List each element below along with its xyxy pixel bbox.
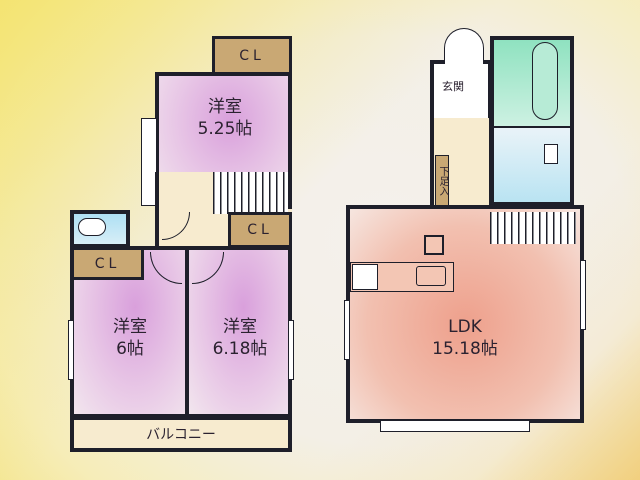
window-bedroom-6 bbox=[68, 320, 74, 380]
room-size: 15.18帖 bbox=[432, 339, 498, 359]
closet-middle-overlay: CL bbox=[228, 212, 292, 248]
room-label-bedroom-5-25: 洋室 5.25帖 bbox=[170, 96, 280, 140]
entrance bbox=[430, 60, 492, 120]
room-size: 6.18帖 bbox=[212, 339, 268, 359]
room-name: 洋室 bbox=[223, 317, 257, 337]
room-name: LDK bbox=[448, 317, 482, 337]
room-label-bedroom-6: 洋室 6帖 bbox=[80, 316, 180, 360]
fridge-icon bbox=[424, 235, 444, 255]
window-bedroom-6-18 bbox=[288, 320, 294, 380]
closet-top: CL bbox=[212, 36, 292, 76]
room-label-ldk: LDK 15.18帖 bbox=[410, 316, 520, 360]
balcony: バルコニー bbox=[70, 416, 292, 452]
window-ldk-bottom bbox=[380, 420, 530, 432]
floor-2-plan: CL 洋室 5.25帖 CL CL CL 洋室 6帖 CL 洋室 6.18帖 バ… bbox=[68, 36, 294, 452]
closet-left-overlay: CL bbox=[74, 250, 144, 280]
room-size: 6帖 bbox=[116, 339, 144, 359]
entrance-label: 玄関 bbox=[442, 80, 464, 93]
door-entrance bbox=[444, 28, 484, 64]
window-ldk-left bbox=[344, 300, 350, 360]
floor-1-plan: 玄関 下足入 LDK 15.18帖 bbox=[320, 0, 640, 480]
room-name: 洋室 bbox=[208, 97, 242, 117]
washroom bbox=[490, 128, 574, 204]
balcony-label: バルコニー bbox=[146, 427, 216, 443]
shoe-closet-label: 下足入 bbox=[437, 166, 448, 196]
hallway-2f-upper bbox=[155, 172, 215, 212]
window-bedroom-5-25 bbox=[141, 118, 157, 206]
window-ldk-right bbox=[580, 260, 586, 330]
sink-icon bbox=[416, 266, 446, 286]
stove-icon bbox=[352, 264, 378, 290]
room-size: 5.25帖 bbox=[197, 119, 253, 139]
room-name: 洋室 bbox=[113, 317, 147, 337]
staircase-1f bbox=[490, 212, 576, 244]
toilet-bowl-icon bbox=[78, 218, 106, 236]
shoe-closet: 下足入 bbox=[435, 155, 449, 207]
staircase-2f bbox=[213, 172, 288, 214]
washbasin-icon bbox=[544, 144, 558, 164]
bathtub-icon bbox=[532, 42, 558, 120]
room-label-bedroom-6-18: 洋室 6.18帖 bbox=[190, 316, 290, 360]
